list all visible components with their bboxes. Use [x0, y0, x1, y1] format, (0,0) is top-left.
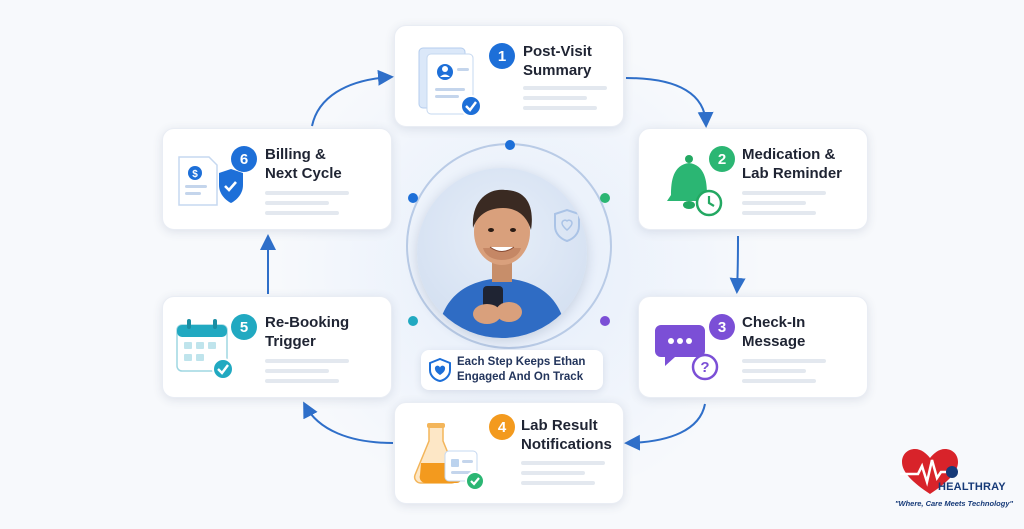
placeholder-line	[523, 106, 597, 110]
heart-pulse-logo-icon	[900, 449, 960, 494]
step-title: Check-In Message	[742, 313, 862, 351]
patient-photo	[417, 168, 587, 338]
step-title-line1: Check-In	[742, 314, 806, 331]
arrow-3-to-4	[624, 403, 706, 451]
placeholder-line	[742, 379, 816, 383]
step-title: Lab Result Notifications	[521, 416, 641, 454]
placeholder-line	[265, 201, 329, 205]
bell-clock-icon	[649, 141, 733, 217]
healthray-logo: HEALTHRAY "Where, Care Meets Technology"	[894, 448, 1014, 520]
step-card-lab-result-notifications: 4 Lab Result Notifications	[394, 402, 624, 504]
placeholder-line	[265, 211, 339, 215]
placeholder-line	[265, 369, 329, 373]
step-title: Post-Visit Summary	[523, 42, 643, 80]
chat-question-icon: ?	[649, 309, 733, 385]
heart-shield-icon	[429, 358, 451, 382]
calendar-check-icon	[173, 309, 257, 385]
ring-dot-lower-right	[600, 316, 610, 326]
step-number-badge: 6	[231, 146, 257, 172]
step-number-badge: 5	[231, 314, 257, 340]
step-title-line2: Trigger	[265, 333, 316, 350]
placeholder-line	[742, 191, 826, 195]
step-title-line2: Summary	[523, 62, 592, 79]
step-title-line1: Billing &	[265, 146, 326, 163]
flask-report-icon	[405, 415, 489, 491]
svg-text:$: $	[192, 169, 198, 180]
step-title-line1: Post-Visit	[523, 43, 592, 60]
step-card-re-booking-trigger: 5 Re-Booking Trigger	[162, 296, 392, 398]
ring-dot-upper-right	[600, 193, 610, 203]
step-title: Billing & Next Cycle	[265, 145, 385, 183]
svg-text:?: ?	[700, 359, 709, 376]
step-card-post-visit-summary: 1 Post-Visit Summary	[394, 25, 624, 127]
step-number-badge: 4	[489, 414, 515, 440]
placeholder-line	[742, 211, 816, 215]
step-number-badge: 2	[709, 146, 735, 172]
placeholder-line	[742, 359, 826, 363]
placeholder-line	[521, 481, 595, 485]
placeholder-line	[742, 369, 806, 373]
arrow-6-to-1	[311, 69, 394, 127]
step-title-line1: Re-Booking	[265, 314, 350, 331]
step-card-check-in-message: ? 3 Check-In Message	[638, 296, 868, 398]
ring-dot-top	[505, 140, 515, 150]
step-title-line2: Next Cycle	[265, 165, 342, 182]
center-caption: Each Step Keeps Ethan Engaged And On Tra…	[421, 350, 603, 390]
step-number-badge: 1	[489, 43, 515, 69]
placeholder-line	[265, 359, 349, 363]
placeholder-line	[265, 379, 339, 383]
caption-text: Each Step Keeps Ethan Engaged And On Tra…	[457, 356, 586, 383]
placeholder-line	[742, 201, 806, 205]
invoice-shield-icon: $	[173, 141, 257, 217]
arrow-4-to-5	[303, 401, 394, 444]
step-title-line1: Medication &	[742, 146, 836, 163]
step-title-line2: Notifications	[521, 436, 612, 453]
ring-dot-upper-left	[408, 193, 418, 203]
step-title: Medication & Lab Reminder	[742, 145, 862, 183]
placeholder-line	[521, 471, 585, 475]
placeholder-line	[265, 191, 349, 195]
ring-dot-lower-left	[408, 316, 418, 326]
step-title-line2: Lab Reminder	[742, 165, 843, 182]
placeholder-line	[523, 86, 607, 90]
step-number-badge: 3	[709, 314, 735, 340]
arrow-1-to-2	[625, 77, 714, 128]
placeholder-line	[521, 461, 605, 465]
step-title-line2: Message	[742, 333, 806, 350]
arrow-2-to-3	[729, 235, 746, 294]
shield-watermark-icon	[554, 208, 580, 243]
placeholder-line	[523, 96, 587, 100]
document-profile-icon	[405, 38, 489, 117]
brand-name: HEALTHRAY	[938, 481, 1006, 493]
brand-tagline: "Where, Care Meets Technology"	[894, 499, 1014, 508]
step-title-line1: Lab Result	[521, 417, 598, 434]
step-card-billing-next-cycle: $ 6 Billing & Next Cycle	[162, 128, 392, 230]
step-title: Re-Booking Trigger	[265, 313, 385, 351]
step-card-medication-lab-reminder: 2 Medication & Lab Reminder	[638, 128, 868, 230]
